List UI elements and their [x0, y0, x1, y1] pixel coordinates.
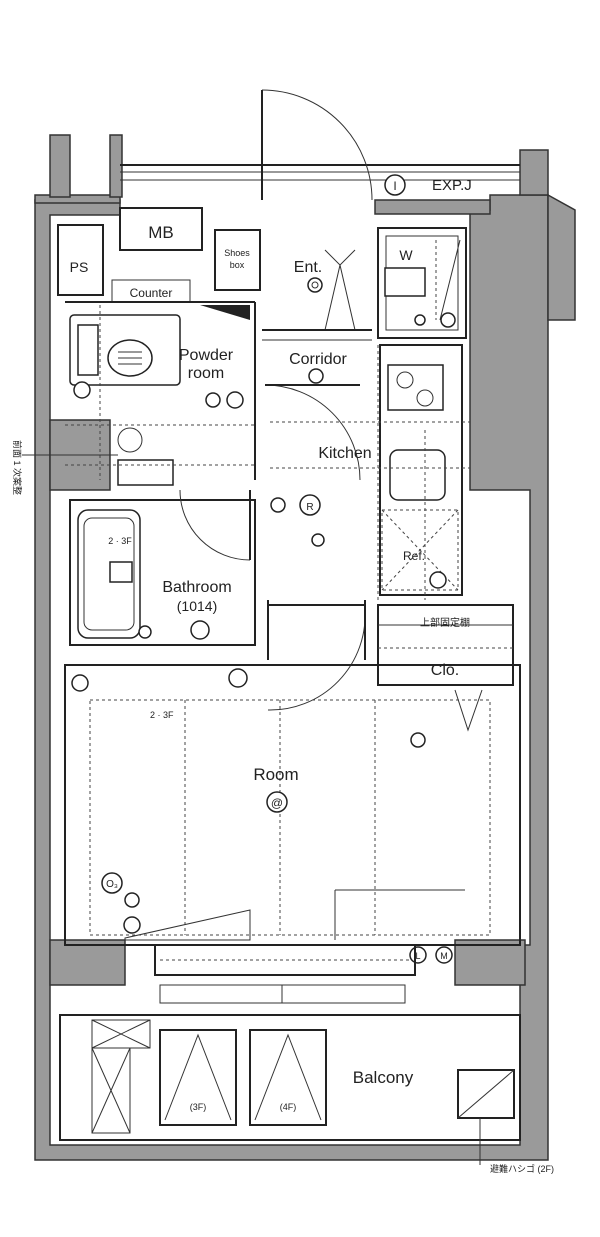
closet-label: Clo. — [431, 662, 459, 679]
m-icon — [435, 946, 453, 964]
mb-label: MB — [148, 223, 174, 242]
exp-joint: I EXP.J — [120, 164, 520, 196]
shoes-label-2: box — [230, 260, 245, 270]
at-mark: @ — [271, 796, 283, 810]
outlet-icon — [71, 674, 89, 692]
sink-icon — [389, 449, 446, 501]
powder-label-1: Powder — [179, 347, 234, 364]
light-icon — [228, 668, 248, 688]
mb-box: MB — [119, 207, 203, 251]
ac-icon — [266, 791, 288, 813]
window — [154, 944, 416, 1004]
corridor: Corridor — [264, 351, 361, 481]
bathroom-label: Bathroom — [162, 579, 231, 596]
main-room: 2 · 3F Room @ O₃ L M — [64, 664, 521, 964]
light-icon — [308, 368, 324, 384]
entry-door — [261, 89, 373, 201]
lan-mark: L — [415, 951, 420, 961]
balcony-label: Balcony — [353, 1068, 414, 1087]
entrance-label: Ent. — [294, 259, 322, 276]
tel-icon — [124, 892, 140, 908]
ps-label: PS — [70, 259, 89, 275]
entrance: Ent. — [262, 249, 372, 341]
bathtub-icon — [77, 509, 141, 639]
room-level-label: 2 · 3F — [150, 710, 174, 720]
balcony: (3F) (4F) Balcony 避難ハシゴ (2F) — [59, 1014, 554, 1174]
info-circle-icon — [384, 174, 406, 196]
stove-icon — [387, 364, 444, 411]
washer-icon — [384, 267, 426, 297]
outlet-icon — [123, 916, 141, 934]
faucet-icon — [440, 312, 456, 328]
kitchen: Kitchen Ref. R — [270, 344, 470, 600]
bath-level-label: 2 · 3F — [108, 536, 132, 546]
ps-space: PS — [57, 224, 104, 296]
shower-icon — [138, 625, 152, 639]
unit-3f-label: (3F) — [190, 1102, 207, 1112]
m-mark: M — [440, 951, 448, 961]
burner-icon — [416, 389, 434, 407]
bathroom: 2 · 3F Bathroom (1014) — [69, 489, 256, 646]
room-door — [267, 600, 366, 711]
ref-label: Ref. — [403, 549, 425, 563]
o-mark-icon — [101, 872, 123, 894]
washer-area: W — [377, 227, 467, 339]
fan-icon — [226, 391, 244, 409]
washer-label: W — [399, 247, 413, 263]
unit-4f-label: (4F) — [280, 1102, 297, 1112]
info-mark: I — [393, 179, 396, 193]
outlet-icon — [270, 497, 286, 513]
left-note-label: 前面 1 次案整 — [12, 440, 23, 495]
bath-size-label: (1014) — [177, 598, 217, 614]
exp-label: EXP.J — [432, 177, 472, 194]
closet: 上部固定棚 Clo. — [377, 604, 514, 732]
outlet-icon — [73, 381, 91, 399]
light-icon — [307, 277, 323, 293]
panel-icon — [299, 494, 321, 516]
water-heater-icon — [109, 561, 133, 583]
counter-wedge — [200, 305, 250, 320]
light-icon — [311, 533, 325, 547]
outlet-icon — [429, 571, 447, 589]
powder-room: Powder room — [65, 301, 256, 486]
corridor-label: Corridor — [289, 351, 347, 368]
kitchen-label: Kitchen — [318, 445, 371, 462]
closet-note-label: 上部固定棚 — [420, 616, 470, 629]
drain-icon — [414, 314, 426, 326]
light-inner-icon — [311, 281, 319, 289]
fan-icon — [190, 620, 210, 640]
toilet-tank — [117, 459, 174, 486]
r-mark: R — [306, 502, 313, 513]
light-icon — [410, 732, 426, 748]
shoes-label-1: Shoes — [224, 248, 250, 258]
counter-label: Counter — [130, 286, 173, 300]
toilet-icon — [117, 427, 143, 453]
left-note: 前面 1 次案整 — [12, 440, 118, 495]
mirror-icon — [77, 324, 99, 376]
light-icon — [205, 392, 221, 408]
outer-walls — [34, 134, 576, 1161]
o-mark: O₃ — [106, 879, 118, 890]
burner-icon — [396, 371, 414, 389]
room-label: Room — [253, 765, 298, 784]
counter: Counter — [111, 279, 250, 320]
shoes-box: Shoes box — [214, 229, 261, 291]
powder-label-2: room — [188, 365, 224, 382]
bottom-note-label: 避難ハシゴ (2F) — [490, 1163, 554, 1174]
